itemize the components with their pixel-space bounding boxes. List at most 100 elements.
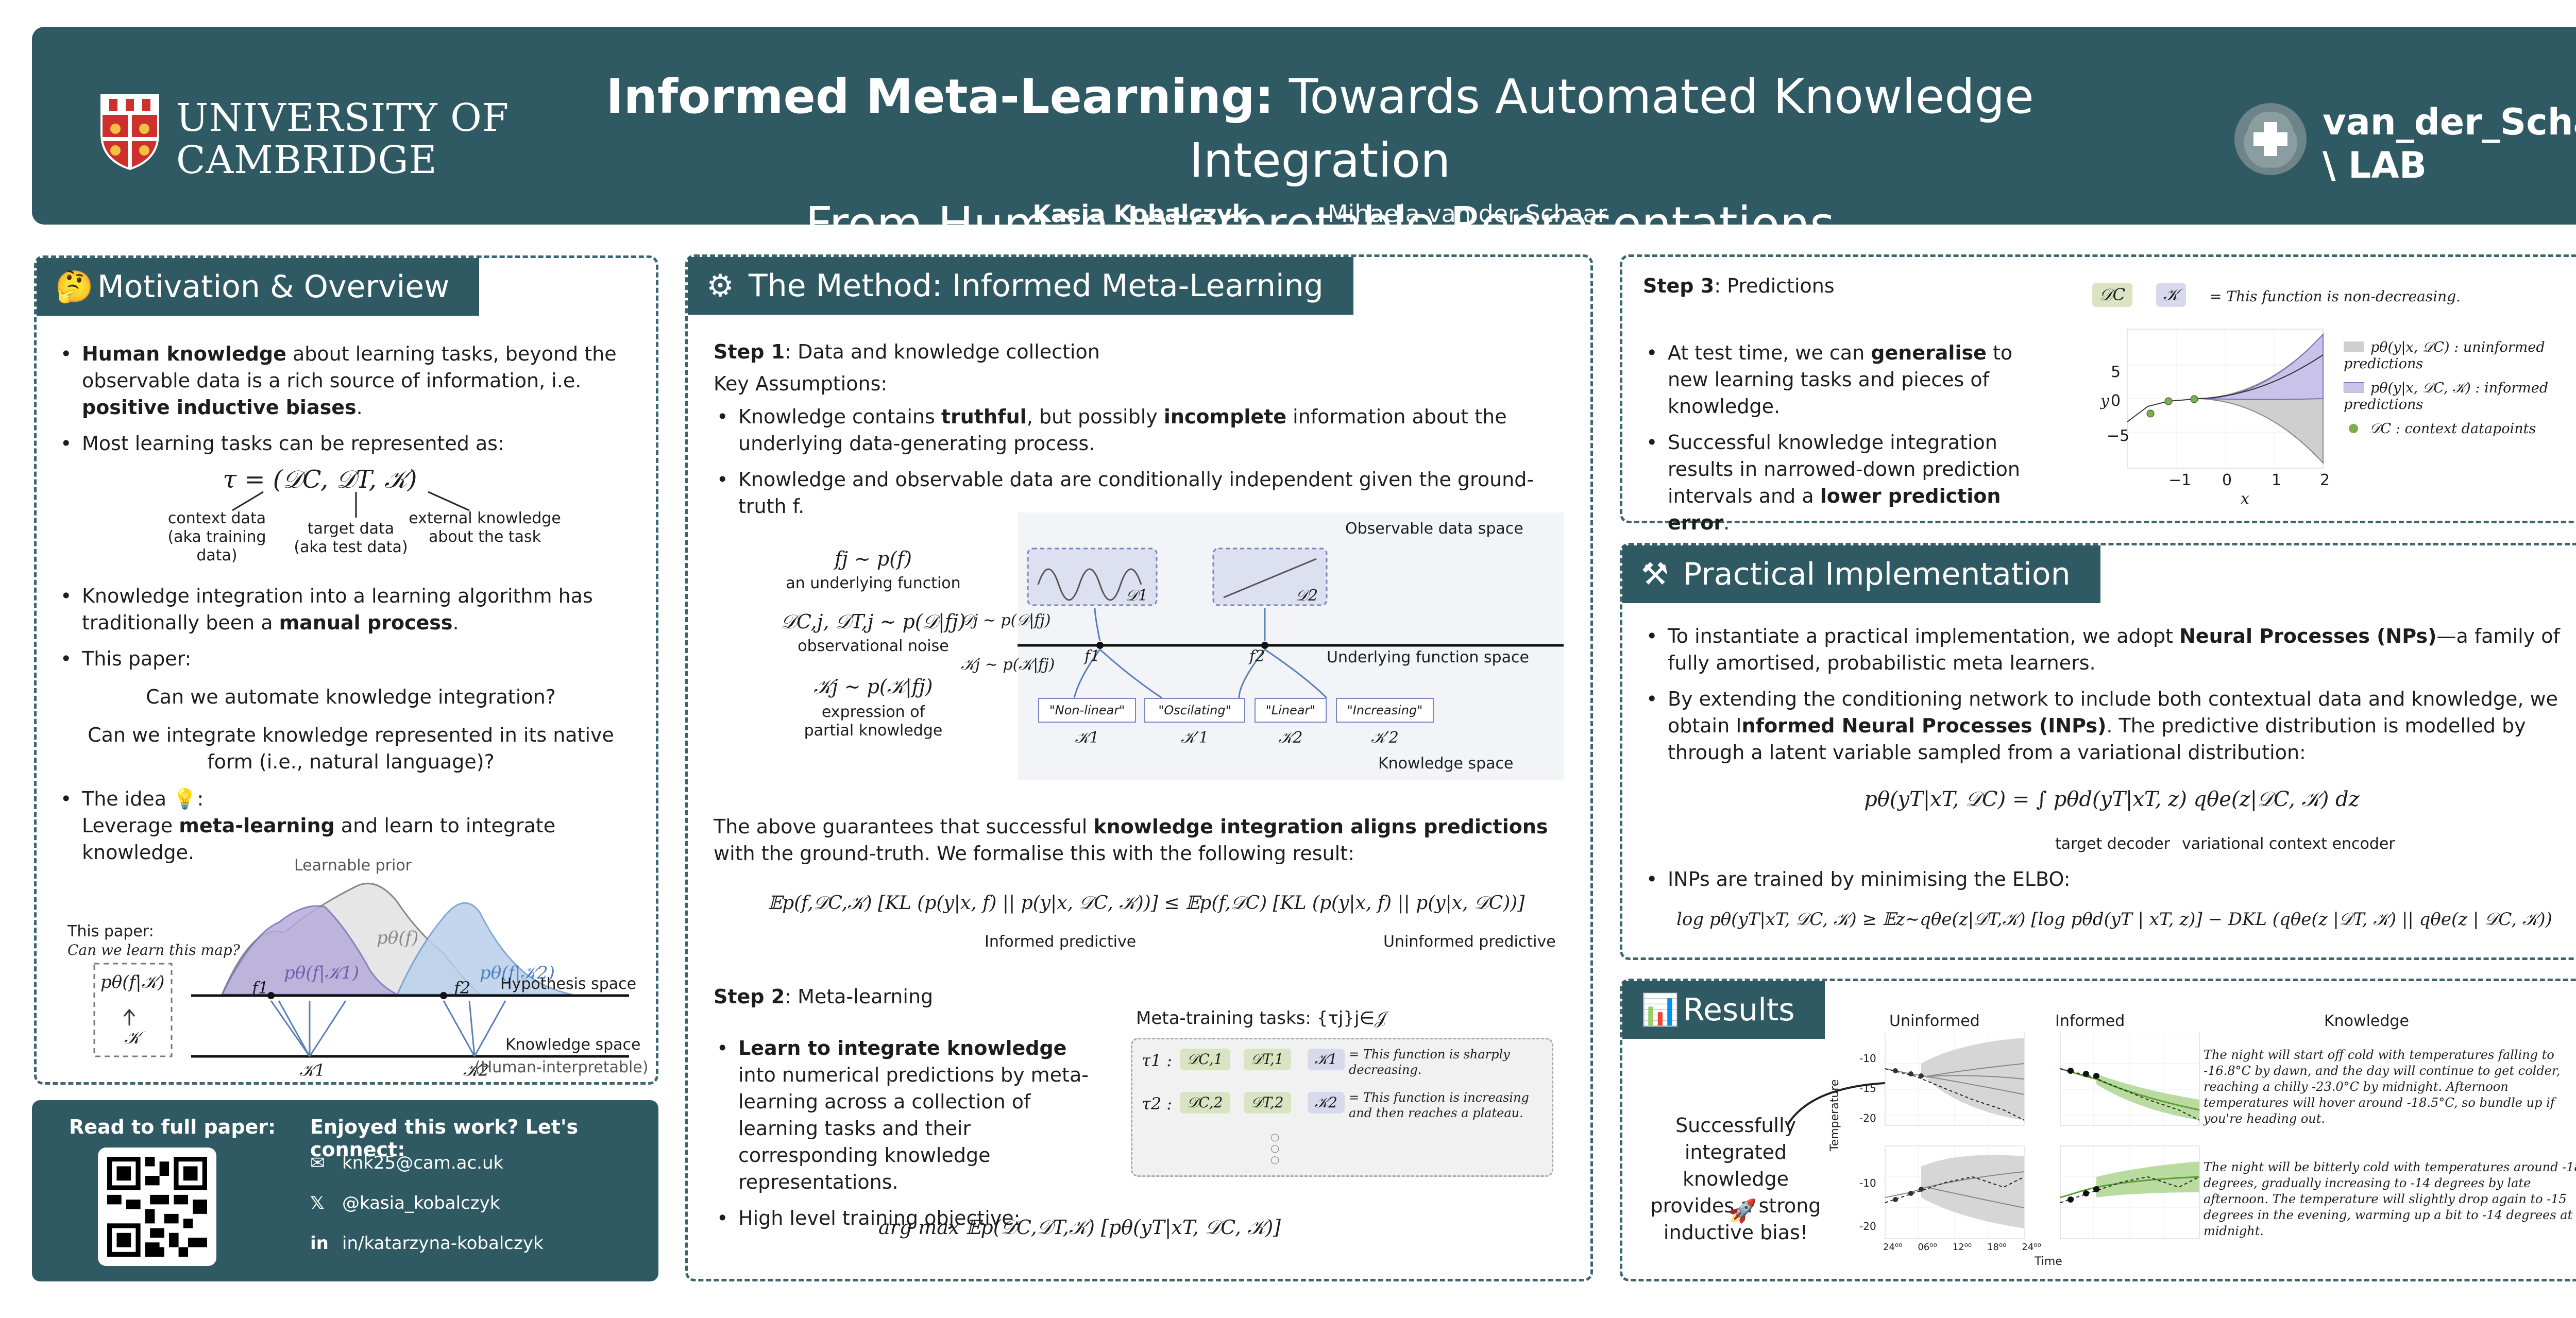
pb2-bold: lower prediction error xyxy=(1668,485,2001,534)
pred-xtick-1: −1 xyxy=(2168,471,2192,489)
pfk1-label: pθ(f|𝒦1) xyxy=(284,963,360,983)
pf-label: pθ(f) xyxy=(377,928,419,948)
results-xtick-2: 06⁰⁰ xyxy=(1918,1242,1937,1253)
legend1-text: pθ(y|x, 𝒟C) : uninformed predictions xyxy=(2344,339,2545,372)
task-2-label: τ2 : xyxy=(1142,1094,1173,1114)
f2-label-m: f2 xyxy=(1249,647,1265,665)
tag-increasing: "Increasing" xyxy=(1336,698,1434,723)
pb1-a: At test time, we can xyxy=(1668,341,1871,364)
pred-bullet-1: At test time, we can generalise to new l… xyxy=(1643,339,2035,420)
col-informed: Informed xyxy=(2055,1012,2125,1030)
results-xtick-1: 24⁰⁰ xyxy=(1883,1242,1903,1253)
knowledge-space-sub: (Human-interpretable) xyxy=(474,1058,649,1076)
k2-label: 𝒦2 xyxy=(463,1060,489,1080)
results-claim: Successfully integrated knowledge provid… xyxy=(1650,1114,1821,1244)
header-banner: UNIVERSITY OF CAMBRIDGE Informed Meta-Le… xyxy=(32,27,2576,252)
a1-bold1: truthful xyxy=(941,405,1027,428)
motivation-bullets-2: Knowledge integration into a learning al… xyxy=(57,583,645,681)
tag-linear: "Linear" xyxy=(1255,698,1327,723)
knowledge-space-label-m: Knowledge space xyxy=(1378,755,1514,773)
inp-formula: pθ(yT|xT, 𝒟C) = ∫ pθd(yT|xT, z) qθe(z|𝒟C… xyxy=(1864,788,2360,811)
mb3-end: . xyxy=(452,611,459,634)
annotation-target: target data (aka test data) xyxy=(289,520,413,557)
dt1-tag: 𝒟T,1 xyxy=(1244,1049,1291,1070)
pred-bullet-2: Successful knowledge integration results… xyxy=(1643,429,2035,536)
results-title: 📊Results xyxy=(1622,981,1825,1039)
qr-code[interactable] xyxy=(98,1148,216,1266)
col-uninformed: Uninformed xyxy=(1889,1012,1980,1030)
f1-label-m: f1 xyxy=(1084,647,1100,665)
results-ytick-t2: -15 xyxy=(1859,1082,1876,1094)
assumption-1: Knowledge contains truthful, but possibl… xyxy=(714,403,1569,457)
gen-k-cap2: partial knowledge xyxy=(804,722,943,740)
cambridge-shield-icon xyxy=(100,94,159,170)
spaces-figure-graphics xyxy=(1018,547,1564,699)
guar-a: The above guarantees that successful xyxy=(714,815,1094,838)
a1-bold2: incomplete xyxy=(1163,405,1287,428)
mb1-end: . xyxy=(356,396,363,419)
contact-email[interactable]: ✉knk25@cam.ac.uk xyxy=(310,1153,503,1173)
dc1-tag: 𝒟C,1 xyxy=(1180,1049,1230,1070)
motivation-bullet-2: Most learning tasks can be represented a… xyxy=(57,430,645,457)
meta-tasks-label: Meta-training tasks: {τj}j∈𝒥 xyxy=(1136,1008,1387,1029)
results-xtick-3: 12⁰⁰ xyxy=(1952,1242,1972,1253)
training-objective: arg max 𝔼p(𝒟C,𝒟T,𝒦) [pθ(yT|xT, 𝒟C, 𝒦)] xyxy=(878,1216,1281,1239)
guar-b: with the ground-truth. We formalise this… xyxy=(714,842,1354,865)
pb2-a: Successful knowledge integration results… xyxy=(1668,431,2021,507)
email-text: knk25@cam.ac.uk xyxy=(342,1153,504,1173)
pred-xtick-2: 0 xyxy=(2222,471,2232,489)
practical-panel: ⚒Practical Implementation To instantiate… xyxy=(1620,543,2576,960)
more-tasks-dots: ○○○ xyxy=(1270,1131,1280,1166)
d1-label: 𝒟1 xyxy=(1126,587,1148,605)
results-title-text: Results xyxy=(1683,992,1795,1028)
results-ytick-b2: -20 xyxy=(1859,1220,1876,1233)
pred-k-tag: 𝒦 xyxy=(2156,283,2186,307)
ann-external: external knowledge xyxy=(409,509,561,527)
mb1-bold: Human knowledge xyxy=(82,343,286,365)
variational-encoder-label: variational context encoder xyxy=(2182,835,2395,853)
university-line1: UNIVERSITY OF xyxy=(176,96,510,140)
lab-logo: van_der_Schaar \ LAB xyxy=(2232,96,2576,199)
k1-label: 𝒦1 xyxy=(299,1060,326,1080)
step2-bullets: Learn to integrate knowledge into numeri… xyxy=(714,1035,1105,1241)
method-title: ⚙The Method: Informed Meta-Learning xyxy=(688,257,1353,315)
step1-bold: Step 1 xyxy=(714,340,785,363)
contact-twitter[interactable]: 𝕏@kasia_kobalczyk xyxy=(310,1193,500,1213)
predictions-bullets: At test time, we can generalise to new l… xyxy=(1643,339,2035,545)
step2-bold: Step 2 xyxy=(714,985,785,1008)
motivation-bullets: Human knowledge about learning tasks, be… xyxy=(57,340,645,466)
dc2-tag: 𝒟C,2 xyxy=(1180,1092,1230,1114)
ann-target: target data xyxy=(307,520,395,538)
guarantee-text: The above guarantees that successful kno… xyxy=(714,813,1579,867)
knowledge-space-label: Knowledge space xyxy=(505,1036,641,1054)
legend-item-informed: pθ(y|x, 𝒟C, 𝒦) : informed predictions xyxy=(2344,380,2576,413)
legend3-text: 𝒟C : context datapoints xyxy=(2369,421,2536,437)
prb2-bold: nformed Neural Processes (INPs) xyxy=(1741,714,2107,737)
practical-bullet-3: INPs are trained by minimising the ELBO: xyxy=(1643,866,2576,893)
k-label: 𝒦 xyxy=(124,1028,141,1048)
bar-chart-icon: 📊 xyxy=(1641,992,1680,1028)
s2b1-bold: Learn to integrate knowledge xyxy=(738,1037,1067,1059)
k2-text: = This function is increasing and then r… xyxy=(1349,1090,1529,1120)
hypothesis-space-label: Hypothesis space xyxy=(500,975,637,993)
pred-xlabel: x xyxy=(2241,490,2249,508)
title-rest: Towards Automated Knowledge Integration xyxy=(1189,69,2034,188)
pb1-bold: generalise xyxy=(1871,341,1987,364)
prediction-plot xyxy=(2127,329,2324,469)
gen-d: 𝒟C,j, 𝒟T,j ∼ p(𝒟|fj) xyxy=(781,610,966,633)
question-2: Can we integrate knowledge represented i… xyxy=(88,724,614,773)
target-decoder-label: target decoder xyxy=(2055,835,2170,853)
prb1-b: —a family of fully amortised, probabilis… xyxy=(1668,625,2560,674)
mb4-text: This paper: xyxy=(82,647,192,670)
lab-line1: van_der_Schaar xyxy=(2323,101,2576,143)
mb3-rest: Knowledge integration into a learning al… xyxy=(82,585,593,634)
pred-k-text: = This function is non-decreasing. xyxy=(2210,288,2461,305)
practical-title-text: Practical Implementation xyxy=(1683,556,2071,592)
lab-name: van_der_Schaar \ LAB xyxy=(2323,100,2576,187)
author-2: Mihaela van der Schaar xyxy=(1327,200,1607,228)
a1-b: , but possibly xyxy=(1026,405,1164,428)
brain-cross-icon xyxy=(2234,103,2307,175)
results-xlabel: Time xyxy=(2035,1255,2062,1268)
this-paper-label: This paper: xyxy=(67,922,154,940)
